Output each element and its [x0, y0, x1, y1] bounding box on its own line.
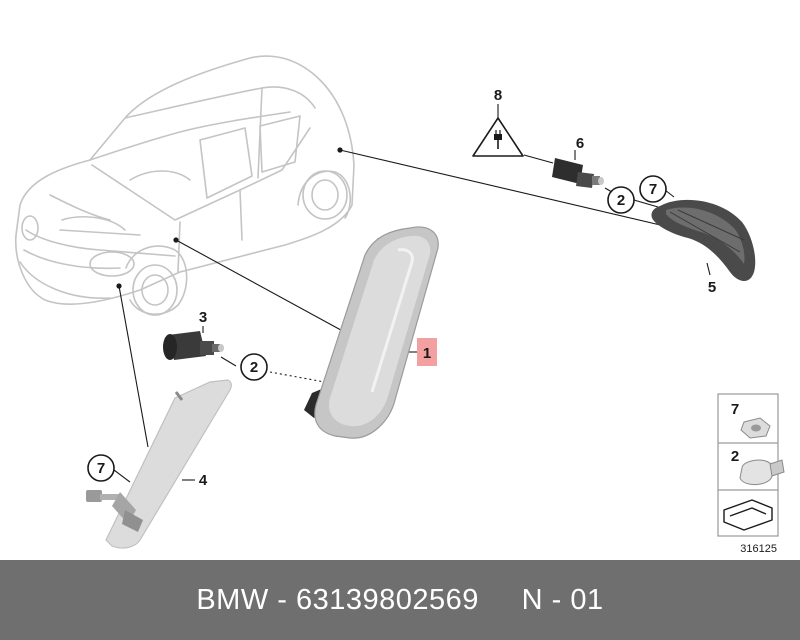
- callout-2-lower-circle: [240, 353, 268, 381]
- callout-3: 3: [199, 309, 207, 326]
- vehicle-outline: [15, 55, 355, 316]
- callout-7-lower: 7: [97, 460, 105, 477]
- callout-6: 6: [576, 135, 584, 152]
- bulb-socket-3: [163, 331, 224, 360]
- leader-lines: [113, 104, 711, 483]
- footer-part-number: BMW - 63139802569 N - 01: [196, 583, 604, 616]
- diagram-number: 316125: [740, 543, 777, 555]
- bulb-icon: [739, 459, 785, 485]
- callout-1: 1: [423, 345, 431, 362]
- footer-bar: BMW - 63139802569 N - 01: [0, 560, 800, 640]
- side-marker-light-1: [304, 226, 439, 439]
- parts-diagram: 8 6 2 7 5 1 3 2 7 4 7 2: [15, 55, 785, 555]
- callouts: 8 6 2 7 5 1 3 2 7 4: [87, 87, 716, 489]
- attach-point-front: [116, 283, 122, 289]
- callout-2-upper: 2: [617, 192, 625, 209]
- side-marker-light-5: [651, 199, 756, 282]
- callout-2-lower: 2: [250, 359, 258, 376]
- bulb-socket-6: [552, 158, 604, 188]
- callout-4: 4: [199, 472, 208, 489]
- warning-symbol-8: [472, 117, 524, 157]
- callout-7-upper-circle: [639, 175, 667, 203]
- nut-icon: [740, 417, 771, 439]
- attach-point-mid: [173, 237, 179, 243]
- callout-8: 8: [494, 87, 502, 104]
- side-marker-light-4: [86, 379, 232, 549]
- callout-1-highlight: [417, 338, 437, 366]
- attach-point-rear: [337, 147, 343, 153]
- callout-7-upper: 7: [649, 181, 657, 198]
- parts-legend: 7 2 316125: [717, 393, 785, 555]
- callout-5: 5: [708, 279, 716, 296]
- callout-2-upper-circle: [607, 186, 635, 214]
- chevron-arrow-icon: [723, 499, 773, 531]
- callout-7-lower-circle: [87, 454, 115, 482]
- legend-item-7-label: 7: [731, 401, 739, 418]
- legend-item-2-label: 2: [731, 448, 739, 465]
